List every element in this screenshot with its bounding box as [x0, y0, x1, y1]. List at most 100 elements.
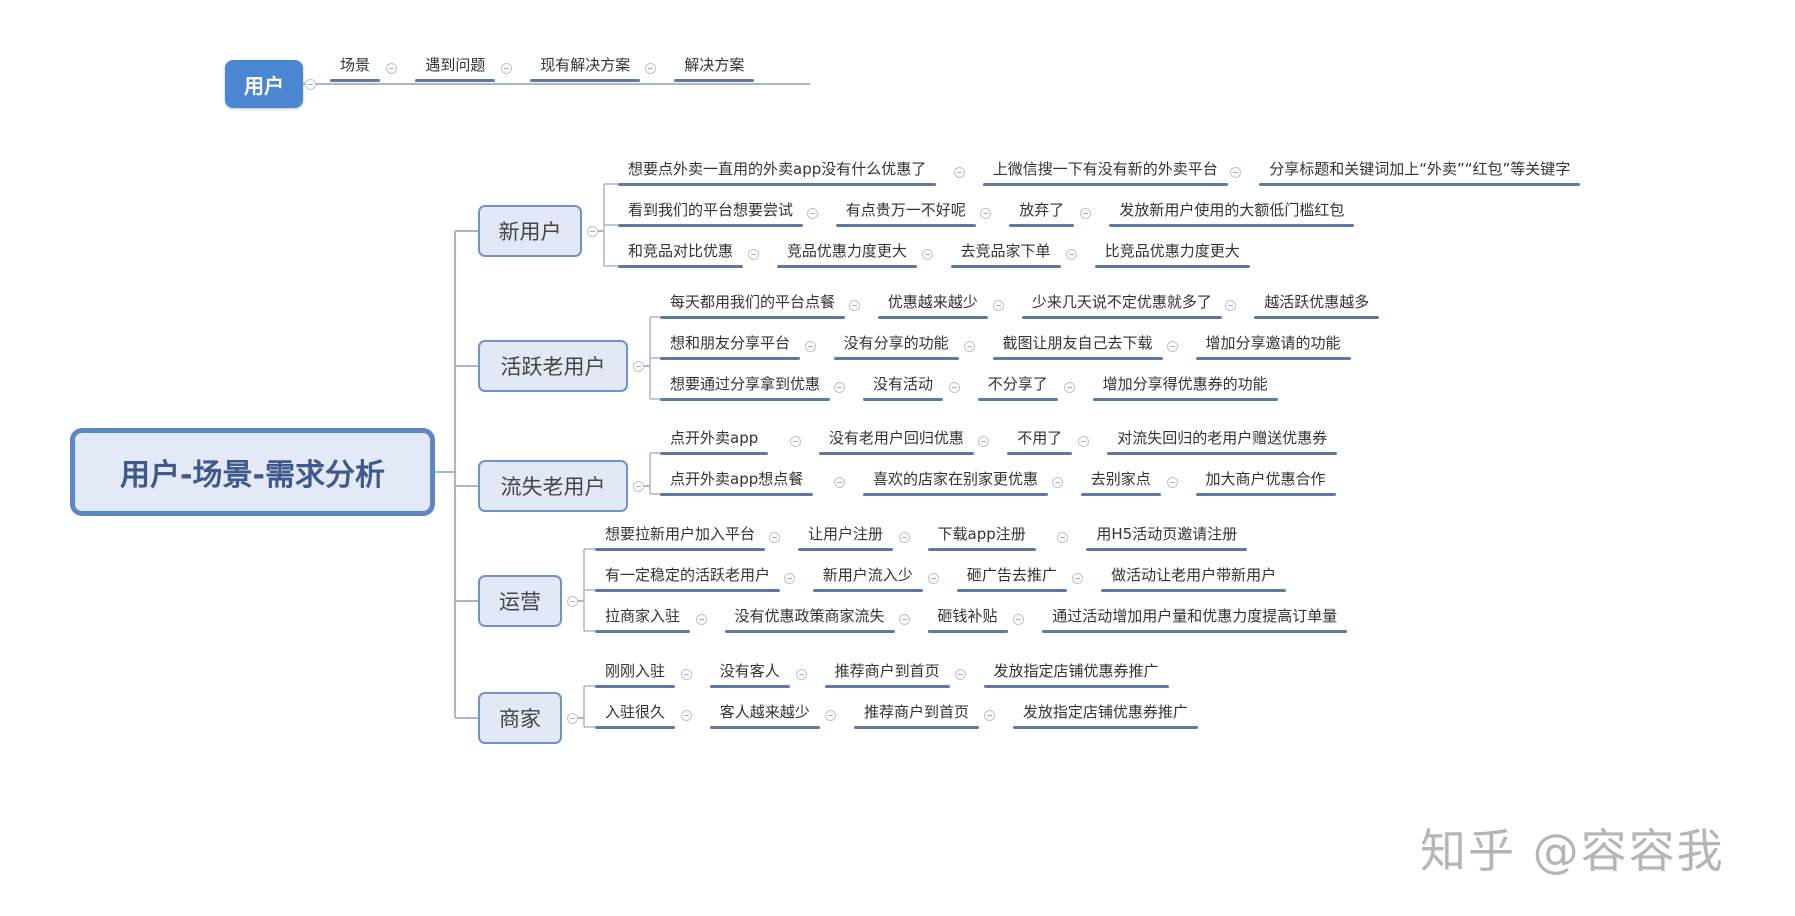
topic-node[interactable]: 发放指定店铺优惠券推广: [983, 660, 1169, 688]
topic-node[interactable]: 想要拉新用户加入平台: [595, 523, 766, 551]
collapse-toggle-icon[interactable]: [386, 63, 398, 74]
collapse-toggle-icon[interactable]: [1051, 477, 1063, 488]
topic-node[interactable]: 做活动让老用户带新用户: [1101, 564, 1287, 592]
collapse-toggle-icon[interactable]: [954, 669, 966, 680]
topic-node[interactable]: 比竞品优惠力度更大: [1094, 240, 1250, 268]
topic-node[interactable]: 增加分享邀请的功能: [1195, 332, 1351, 360]
collapse-toggle-icon[interactable]: [804, 341, 816, 352]
collapse-toggle-icon[interactable]: [747, 249, 759, 260]
topic-node[interactable]: 遇到问题: [415, 54, 496, 82]
topic-node[interactable]: 优惠越来越少: [877, 291, 988, 319]
collapse-toggle-icon[interactable]: [1230, 167, 1242, 178]
collapse-toggle-icon[interactable]: [834, 477, 845, 488]
topic-node[interactable]: 分享标题和关键词加上“外卖”“红包”等关键字: [1259, 158, 1581, 186]
collapse-toggle-icon[interactable]: [825, 710, 836, 721]
topic-node[interactable]: 没有老用户回归优惠: [818, 427, 974, 455]
collapse-toggle-icon[interactable]: [1065, 249, 1077, 260]
topic-node[interactable]: 想和朋友分享平台: [660, 332, 801, 360]
collapse-toggle-icon[interactable]: [1013, 614, 1025, 625]
topic-node[interactable]: 没有活动: [863, 373, 944, 401]
root-topic[interactable]: 用户-场景-需求分析: [70, 428, 435, 516]
branch-collapse-icon[interactable]: [587, 226, 598, 237]
topic-node[interactable]: 解决方案: [674, 54, 755, 82]
topic-node[interactable]: 没有分享的功能: [833, 332, 959, 360]
topic-node[interactable]: 拉商家入驻: [595, 605, 691, 633]
collapse-toggle-icon[interactable]: [680, 710, 692, 721]
topic-node[interactable]: 去竞品家下单: [950, 240, 1061, 268]
topic-node[interactable]: 越活跃优惠越多: [1254, 291, 1380, 319]
branch-collapse-icon[interactable]: [633, 481, 644, 492]
branch-collapse-icon[interactable]: [567, 596, 578, 607]
topic-node[interactable]: 放弃了: [1009, 199, 1075, 227]
topic-node[interactable]: 发放新用户使用的大额低门槛红包: [1109, 199, 1355, 227]
topic-node[interactable]: 推荐商户到首页: [854, 701, 980, 729]
topic-node[interactable]: 截图让朋友自己去下载: [992, 332, 1163, 360]
topic-node[interactable]: 让用户注册: [798, 523, 894, 551]
branch-node-0[interactable]: 新用户: [478, 205, 582, 257]
topic-node[interactable]: 砸钱补贴: [927, 605, 1008, 633]
topic-node[interactable]: 推荐商户到首页: [824, 660, 950, 688]
collapse-toggle-icon[interactable]: [806, 208, 818, 219]
branch-node-2[interactable]: 流失老用户: [478, 460, 628, 512]
topic-node[interactable]: 看到我们的平台想要尝试: [618, 199, 804, 227]
collapse-toggle-icon[interactable]: [1225, 300, 1237, 311]
legend-collapse-icon[interactable]: [305, 79, 316, 90]
collapse-toggle-icon[interactable]: [1072, 573, 1084, 584]
collapse-toggle-icon[interactable]: [834, 382, 845, 393]
topic-node[interactable]: 有点贵万一不好呢: [835, 199, 976, 227]
collapse-toggle-icon[interactable]: [1166, 341, 1178, 352]
topic-node[interactable]: 想要点外卖一直用的外卖app没有什么优惠了: [618, 158, 937, 186]
collapse-toggle-icon[interactable]: [921, 249, 933, 260]
collapse-toggle-icon[interactable]: [948, 382, 960, 393]
collapse-toggle-icon[interactable]: [848, 300, 860, 311]
topic-node[interactable]: 增加分享得优惠券的功能: [1092, 373, 1278, 401]
collapse-toggle-icon[interactable]: [1078, 436, 1090, 447]
branch-node-1[interactable]: 活跃老用户: [478, 340, 628, 392]
topic-node[interactable]: 通过活动增加用户量和优惠力度提高订单量: [1042, 605, 1348, 633]
topic-node[interactable]: 点开外卖app想点餐: [660, 468, 814, 496]
branch-collapse-icon[interactable]: [567, 713, 578, 724]
topic-node[interactable]: 少来几天说不定优惠就多了: [1021, 291, 1222, 319]
topic-node[interactable]: 去别家点: [1080, 468, 1161, 496]
topic-node[interactable]: 想要通过分享拿到优惠: [660, 373, 831, 401]
collapse-toggle-icon[interactable]: [1166, 477, 1178, 488]
topic-node[interactable]: 对流失回归的老用户赠送优惠券: [1107, 427, 1338, 455]
topic-node[interactable]: 每天都用我们的平台点餐: [660, 291, 846, 319]
topic-node[interactable]: 有一定稳定的活跃老用户: [595, 564, 781, 592]
topic-node[interactable]: 刚刚入驻: [595, 660, 676, 688]
topic-node[interactable]: 发放指定店铺优惠券推广: [1012, 701, 1198, 729]
topic-node[interactable]: 喜欢的店家在别家更优惠: [863, 468, 1049, 496]
topic-node[interactable]: 不用了: [1007, 427, 1073, 455]
collapse-toggle-icon[interactable]: [978, 436, 990, 447]
topic-node[interactable]: 没有客人: [709, 660, 790, 688]
collapse-toggle-icon[interactable]: [963, 341, 975, 352]
topic-node[interactable]: 客人越来越少: [709, 701, 820, 729]
collapse-toggle-icon[interactable]: [645, 63, 657, 74]
topic-node[interactable]: 点开外卖app: [660, 427, 769, 455]
collapse-toggle-icon[interactable]: [695, 614, 707, 625]
topic-node[interactable]: 用H5活动页邀请注册: [1086, 523, 1248, 551]
topic-node[interactable]: 砸广告去推广: [956, 564, 1067, 592]
topic-node[interactable]: 不分享了: [977, 373, 1058, 401]
collapse-toggle-icon[interactable]: [769, 532, 780, 543]
topic-node[interactable]: 竞品优惠力度更大: [776, 240, 917, 268]
collapse-toggle-icon[interactable]: [992, 300, 1004, 311]
topic-node[interactable]: 加大商户优惠合作: [1195, 468, 1336, 496]
legend-user-node[interactable]: 用户: [225, 60, 303, 108]
collapse-toggle-icon[interactable]: [898, 614, 910, 625]
topic-node[interactable]: 下载app注册: [927, 523, 1036, 551]
topic-node[interactable]: 上微信搜一下有没有新的外卖平台: [982, 158, 1228, 186]
collapse-toggle-icon[interactable]: [680, 669, 692, 680]
branch-node-3[interactable]: 运营: [478, 575, 562, 627]
topic-node[interactable]: 和竞品对比优惠: [618, 240, 744, 268]
collapse-toggle-icon[interactable]: [927, 573, 939, 584]
collapse-toggle-icon[interactable]: [953, 167, 965, 178]
collapse-toggle-icon[interactable]: [1063, 382, 1075, 393]
collapse-toggle-icon[interactable]: [501, 63, 513, 74]
topic-node[interactable]: 场景: [330, 54, 381, 82]
topic-node[interactable]: 现有解决方案: [530, 54, 641, 82]
topic-node[interactable]: 没有优惠政策商家流失: [724, 605, 895, 633]
topic-node[interactable]: 入驻很久: [595, 701, 676, 729]
collapse-toggle-icon[interactable]: [1057, 532, 1069, 543]
topic-node[interactable]: 新用户流入少: [812, 564, 923, 592]
